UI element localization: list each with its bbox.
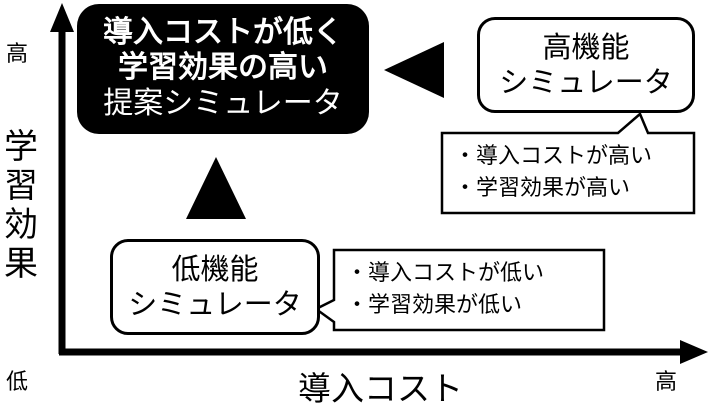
high-sim-bullet-2: ・学習効果が高い (454, 176, 631, 201)
arrow-up-triangle (186, 157, 246, 219)
high-sim-line-2: シミュレータ (499, 65, 673, 99)
high-sim-callout-outline (440, 111, 696, 215)
low-sim-bullet-1: ・導入コストが低い (346, 261, 545, 287)
low-function-simulator-box: 低機能 シミュレータ (110, 239, 320, 335)
proposal-line-3: 提案シミュレータ (103, 86, 343, 122)
y-axis-high-label: 高 (6, 42, 29, 67)
y-axis-arrowhead (50, 3, 74, 32)
low-sim-bullet-2: ・学習効果が低い (346, 293, 523, 318)
arrow-left-triangle (384, 42, 444, 98)
y-axis-title-text: 学習効果 (4, 127, 38, 285)
high-sim-bullet-1: ・導入コストが高い (454, 144, 653, 170)
x-axis-high-label: 高 (655, 370, 678, 395)
high-sim-bullets: ・導入コストが高い ・学習効果が高い (444, 135, 692, 211)
y-axis-low-label: 低 (6, 370, 29, 395)
proposal-line-1: 導入コストが低く (103, 15, 343, 51)
low-sim-line-1: 低機能 (171, 251, 259, 286)
low-sim-callout-outline (313, 248, 606, 332)
proposal-line-2: 学習効果の高い (118, 50, 328, 86)
x-axis-arrowhead (680, 340, 708, 364)
low-sim-bullets: ・導入コストが低い ・学習効果が低い (336, 252, 602, 328)
y-axis-title: 学習効果 (2, 127, 40, 285)
high-function-simulator-box: 高機能 シミュレータ (477, 17, 695, 113)
low-sim-line-2: シミュレータ (128, 287, 302, 321)
high-sim-line-1: 高機能 (542, 29, 630, 64)
proposal-simulator-box: 導入コストが低く 学習効果の高い 提案シミュレータ (77, 4, 369, 134)
x-axis-title: 導入コスト (298, 369, 463, 408)
